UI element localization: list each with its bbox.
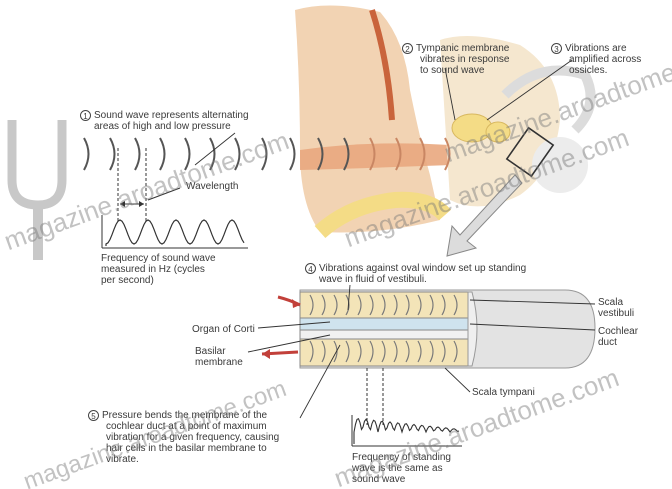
- fluid-wave-arc: [417, 340, 422, 363]
- fluid-wave-arc: [417, 294, 422, 316]
- wavelength-label: Wavelength: [186, 181, 239, 192]
- zoom-arrow-icon: [446, 174, 523, 257]
- fluid-wave-arc: [381, 294, 386, 316]
- wave-arc: [184, 137, 191, 171]
- fluid-wave-arc: [441, 340, 446, 363]
- tuning-fork-icon: [7, 120, 67, 260]
- step-number: 3: [551, 43, 562, 54]
- fluid-wave-arc: [333, 294, 338, 316]
- scala-tympani-label: Scala tympani: [472, 387, 535, 398]
- wave-arc: [261, 137, 268, 171]
- wave-arc: [444, 137, 451, 171]
- fluid-wave-arc: [381, 340, 386, 363]
- fluid-wave-arc: [429, 294, 434, 316]
- wavelength-marker: [117, 148, 181, 222]
- wave-arc: [369, 137, 376, 171]
- standing-wave-graph: [351, 368, 462, 447]
- fluid-wave-arc: [369, 294, 374, 316]
- fluid-wave-arc: [321, 294, 326, 316]
- wave-arc: [395, 137, 402, 171]
- wave-arc: [83, 137, 90, 171]
- frequency-sound-label: Frequency of sound wave measured in Hz (…: [101, 253, 216, 286]
- fluid-wave-arc: [333, 340, 338, 363]
- fluid-wave-arc: [405, 340, 410, 363]
- wave-arc: [419, 137, 426, 171]
- leader-lines: [194, 59, 596, 419]
- organ-of-corti-label: Organ of Corti: [192, 324, 255, 335]
- sound-wave-arcs: [83, 137, 451, 171]
- step-number: 2: [402, 43, 413, 54]
- fluid-wave-arc: [345, 340, 350, 363]
- fluid-wave-arc: [405, 294, 410, 316]
- fluid-wave-arc: [357, 294, 362, 316]
- wave-arc: [317, 137, 324, 171]
- frequency-standing-label: Frequency of standing wave is the same a…: [352, 452, 451, 485]
- fluid-wave-arc: [441, 294, 446, 316]
- fluid-wave-arc: [393, 340, 398, 363]
- wave-arc: [234, 137, 241, 171]
- wave-arc: [289, 137, 296, 171]
- fluid-wave-arc: [453, 294, 458, 316]
- cochlear-duct-label: Cochlear duct: [598, 326, 639, 348]
- wave-arc: [109, 137, 116, 171]
- basilar-membrane-label: Basilar membrane: [195, 346, 243, 368]
- wave-arc: [343, 137, 350, 171]
- step-number: 5: [88, 410, 99, 421]
- step-number: 1: [80, 110, 91, 121]
- fluid-wave-arc: [309, 294, 314, 316]
- fluid-wave-arc: [369, 340, 374, 363]
- fluid-wave-arc: [345, 294, 350, 316]
- ear-cross-section: [295, 5, 596, 239]
- fluid-wave-arc: [309, 340, 314, 363]
- fluid-wave-arc: [393, 294, 398, 316]
- fluid-wave-arc: [321, 340, 326, 363]
- unrolled-cochlea: [261, 289, 596, 369]
- fluid-wave-arc: [357, 340, 362, 363]
- fluid-wave-arc: [453, 340, 458, 363]
- sound-frequency-graph: [101, 215, 248, 249]
- wave-arc: [159, 137, 166, 171]
- scala-vestibuli-label: Scala vestibuli: [598, 297, 635, 319]
- wave-arc: [209, 137, 216, 171]
- step-number: 4: [305, 263, 316, 274]
- wave-arc: [134, 137, 141, 171]
- fluid-wave-arc: [429, 340, 434, 363]
